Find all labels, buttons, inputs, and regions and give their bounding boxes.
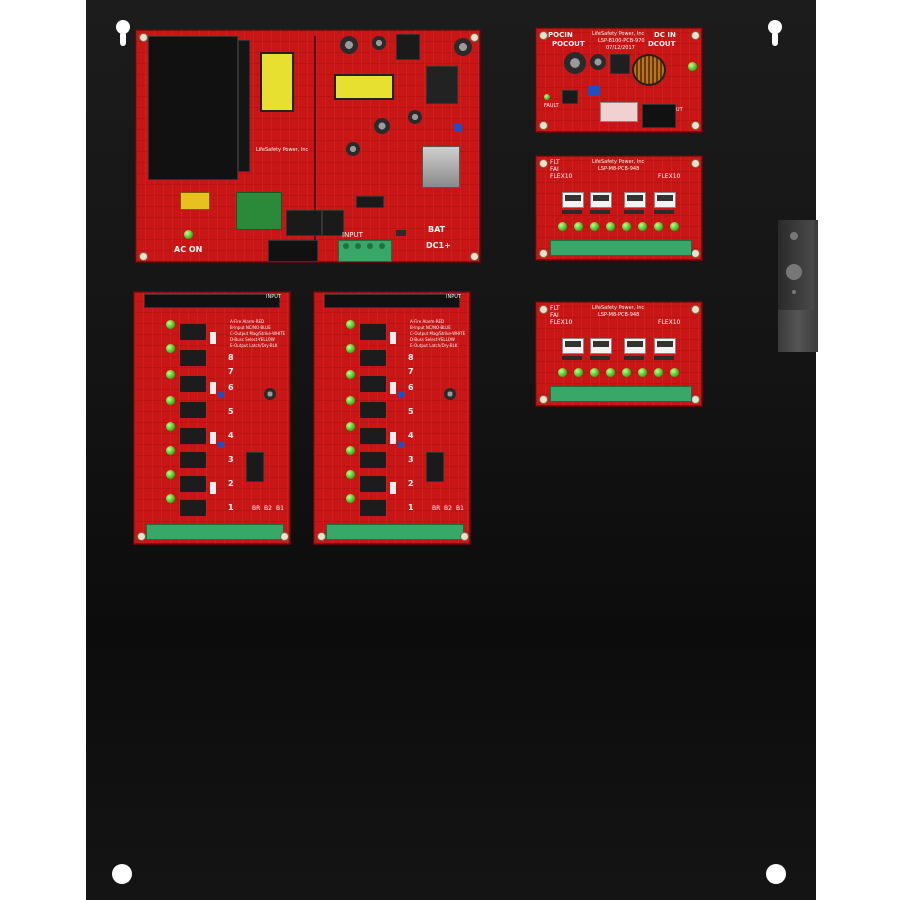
flex1-label-flex: FLEX10	[550, 173, 573, 180]
relay2-ch5: 5	[408, 407, 414, 416]
mount-hole-bottom-right	[766, 864, 786, 884]
keyhole-slot-right	[772, 32, 778, 46]
b100-charger-board: LifeSafety Power, Inc LSP-B100-PCB-970 0…	[536, 28, 702, 132]
psu-label-acon: AC ON	[174, 245, 203, 254]
relay1-input: INPUT	[266, 294, 281, 300]
flex2-label-fai: FAI	[550, 312, 559, 319]
b100-pocin: POCIN	[548, 31, 573, 39]
b100-out: OUT	[672, 107, 683, 113]
flex1-label-fai: FAI	[550, 166, 559, 173]
b100-fault: FAULT	[544, 103, 559, 109]
b100-dcin: DC IN	[654, 31, 676, 39]
relay1-ch5: 5	[228, 407, 234, 416]
power-supply-board: AC ON INPUT DC1+ BAT LifeSafety Power, I…	[136, 30, 480, 262]
inductor-coil	[632, 54, 666, 86]
b100-model: LSP-B100-PCB-970	[598, 38, 645, 44]
heatsink	[148, 36, 238, 180]
flex2-model: LSP-M8-PCB-948	[598, 312, 640, 318]
transformer-right	[334, 74, 394, 100]
flex1-label-right: FLEX10	[658, 173, 681, 180]
relay1-ch4: 4	[228, 431, 234, 440]
psu-label-input: INPUT	[342, 231, 363, 239]
b100-date: 07/12/2017	[606, 45, 635, 51]
relay2-b2: B2	[444, 505, 452, 512]
relay2-legend-d: D-Buss Select-YELLOW	[410, 337, 455, 342]
relay1-legend-a: A-Fire Alarm-RED	[230, 319, 265, 324]
relay2-ch2: 2	[408, 479, 414, 488]
relay2-terminal[interactable]	[326, 524, 464, 540]
psu-terminal-black[interactable]	[268, 240, 318, 262]
relay2-br: BR	[432, 505, 441, 512]
enclosure-backplate: AC ON INPUT DC1+ BAT LifeSafety Power, I…	[86, 0, 816, 900]
relay1-ch3: 3	[228, 455, 234, 464]
relay-board-1: INPUT A-Fire Alarm-RED B-Input NC/NO-BLU…	[134, 292, 290, 544]
relay2-b1: B1	[456, 505, 464, 512]
relay1-ch7: 7	[228, 367, 234, 376]
b100-pocout: POCOUT	[552, 40, 585, 48]
psu-terminal-input[interactable]	[338, 240, 392, 262]
b100-dcout: DCOUT	[648, 40, 676, 48]
relay1-br: BR	[252, 505, 261, 512]
transformer-left	[260, 52, 294, 112]
flex2-label-flex: FLEX10	[550, 319, 573, 326]
flex2-brand: LifeSafety Power, Inc	[592, 305, 645, 311]
mounting-bracket	[778, 220, 818, 352]
relay1-ch2: 2	[228, 479, 234, 488]
flex2-label-right: FLEX10	[658, 319, 681, 326]
psu-label-dc: DC1+	[426, 241, 451, 250]
flex2-label-flt: FLT	[550, 305, 560, 312]
b100-brand: LifeSafety Power, Inc	[592, 31, 645, 37]
relay1-ch6: 6	[228, 383, 234, 392]
relay2-legend-a: A-Fire Alarm-RED	[410, 319, 445, 324]
flex-board-1: LifeSafety Power, Inc LSP-M8-PCB-948 FLT…	[536, 156, 702, 260]
relay2-ch1: 1	[408, 503, 414, 512]
psu-label-brand: LifeSafety Power, Inc	[256, 147, 309, 153]
keyhole-mount-left	[116, 20, 130, 34]
relay1-legend-b: B-Input NC/NO-BLUE	[230, 325, 271, 330]
b100-terminal[interactable]	[642, 104, 676, 128]
relay1-ch8: 8	[228, 353, 234, 362]
green-module	[236, 192, 282, 230]
relay1-legend-e: E-Output Latch/Dry-BLK	[230, 343, 278, 348]
flex-board-2: LifeSafety Power, Inc LSP-M8-PCB-948 FLT…	[536, 302, 702, 406]
keyhole-slot-left	[120, 32, 126, 46]
relay1-legend-d: D-Buss Select-YELLOW	[230, 337, 275, 342]
relay2-ch4: 4	[408, 431, 414, 440]
relay1-b1: B1	[276, 505, 284, 512]
flex1-terminal[interactable]	[550, 240, 692, 256]
relay1-terminal[interactable]	[146, 524, 284, 540]
relay2-legend-e: E-Output Latch/Dry-BLK	[410, 343, 458, 348]
mount-hole-bottom-left	[112, 864, 132, 884]
relay1-b2: B2	[264, 505, 272, 512]
flex2-terminal[interactable]	[550, 386, 692, 402]
relay2-ch6: 6	[408, 383, 414, 392]
relay-board-2: INPUT A-Fire Alarm-RED B-Input NC/NO-BLU…	[314, 292, 470, 544]
ethernet-jack	[422, 146, 460, 188]
flex1-label-flt: FLT	[550, 159, 560, 166]
relay2-ch7: 7	[408, 367, 414, 376]
relay2-legend-c: C-Output Mag/Strike-WHITE	[410, 331, 466, 336]
relay1-legend-c: C-Output Mag/Strike-WHITE	[230, 331, 286, 336]
relay1-ch1: 1	[228, 503, 234, 512]
relay2-legend-b: B-Input NC/NO-BLUE	[410, 325, 451, 330]
relay2-input: INPUT	[446, 294, 461, 300]
relay2-ch3: 3	[408, 455, 414, 464]
relay2-ch8: 8	[408, 353, 414, 362]
keyhole-mount-right	[768, 20, 782, 34]
psu-label-batt: BAT	[428, 225, 446, 234]
flex1-brand: LifeSafety Power, Inc	[592, 159, 645, 165]
flex1-model: LSP-M8-PCB-948	[598, 166, 640, 172]
